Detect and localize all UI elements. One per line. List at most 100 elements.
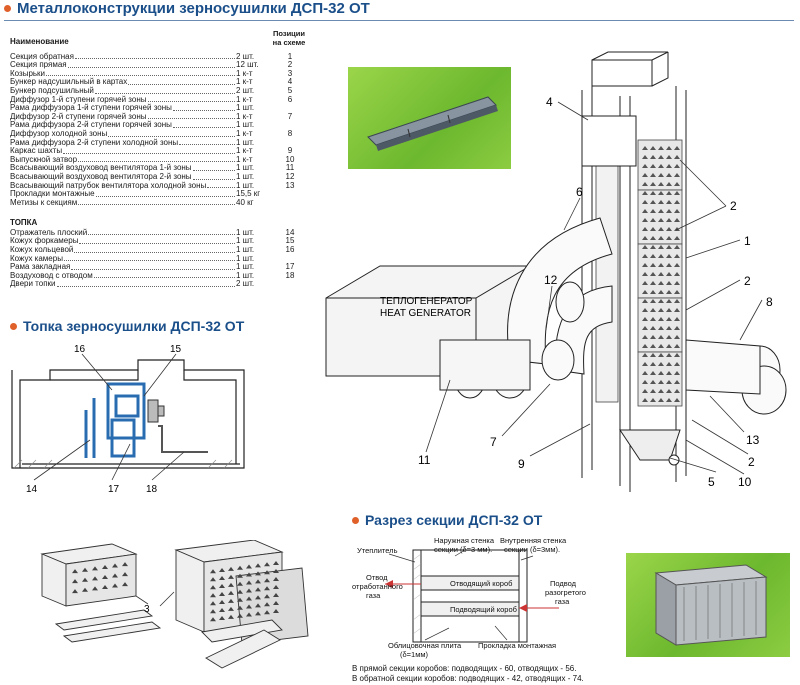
perforation-mark xyxy=(650,209,656,213)
part-position: 5 xyxy=(287,85,293,95)
dryer-label-8: 8 xyxy=(766,295,773,309)
perforation-mark xyxy=(650,155,656,159)
perforation-mark xyxy=(674,371,680,375)
dot-leader xyxy=(108,135,235,137)
part-name: Рама закладная xyxy=(10,262,71,272)
perforation-mark xyxy=(82,577,88,582)
perforation-mark xyxy=(650,218,656,222)
perforation-mark xyxy=(264,594,270,599)
furnace-label-17: 17 xyxy=(108,484,120,495)
part-qty: 1 шт. xyxy=(236,253,255,263)
perforation-mark xyxy=(210,569,216,574)
perforation-mark xyxy=(674,281,680,285)
perforation-mark xyxy=(658,164,664,168)
perforation-mark xyxy=(658,335,664,339)
part-name: Прокладки монтажные xyxy=(10,189,95,199)
perforation-mark xyxy=(72,589,78,594)
dryer-label-5: 5 xyxy=(708,475,715,489)
part-name: Бункер надсушильный в картах xyxy=(10,77,128,87)
perforation-mark xyxy=(666,344,672,348)
perforation-mark xyxy=(674,308,680,312)
dot-leader xyxy=(78,161,235,163)
dot-leader xyxy=(192,178,235,180)
table-row: Рама диффузора 2-й ступени горячей зоны 1… xyxy=(10,121,310,130)
label-cladding-1: Облицовочная плита xyxy=(388,641,462,650)
perforation-mark xyxy=(122,562,128,567)
part-name: Двери топки xyxy=(10,279,56,289)
perforation-mark xyxy=(650,281,656,285)
part-name: Бункер подсушильный xyxy=(10,85,94,95)
perforation-mark xyxy=(642,353,648,357)
perforation-mark xyxy=(650,182,656,186)
part-qty: 1 шт. xyxy=(236,120,255,130)
perforation-mark xyxy=(650,371,656,375)
perforation-mark xyxy=(674,209,680,213)
furnace-section-header: ТОПКА xyxy=(10,218,38,228)
main-title: Металлоконструкции зерносушилки ДСП-32 О… xyxy=(4,0,370,17)
dryer-label-2b: 2 xyxy=(744,274,751,288)
perforation-mark xyxy=(666,227,672,231)
perforation-mark xyxy=(82,587,88,592)
perforation-mark xyxy=(674,344,680,348)
part-position: 18 xyxy=(285,270,295,280)
perforation-mark xyxy=(237,605,243,610)
perforation-mark xyxy=(650,254,656,258)
perforation-mark xyxy=(674,164,680,168)
perforation-mark xyxy=(237,597,243,602)
perforation-mark xyxy=(246,612,252,617)
perforation-mark xyxy=(658,317,664,321)
perforation-mark xyxy=(650,263,656,267)
perforation-mark xyxy=(219,616,225,621)
perforation-mark xyxy=(658,263,664,267)
label-outer-wall-2: секции (δ=3 мм). xyxy=(434,545,493,554)
furnace-label-18: 18 xyxy=(146,484,158,495)
section-cross-diagram xyxy=(385,549,559,643)
perforation-mark xyxy=(666,317,672,321)
part-name: Диффузор 1-й ступени горячей зоны xyxy=(10,94,147,104)
part-position: 17 xyxy=(285,262,295,272)
perforation-mark xyxy=(255,603,261,608)
perforation-mark xyxy=(255,611,261,616)
perforation-mark xyxy=(650,362,656,366)
perforation-mark xyxy=(642,380,648,384)
perforation-mark xyxy=(219,608,225,613)
perforation-mark xyxy=(642,362,648,366)
perforation-mark xyxy=(666,236,672,240)
perforation-mark xyxy=(642,335,648,339)
dryer-label-11: 11 xyxy=(418,453,431,467)
perforation-mark xyxy=(666,281,672,285)
perforation-mark xyxy=(658,281,664,285)
part-name: Рама диффузора 2-й ступени холодной зоны xyxy=(10,137,179,147)
perforation-mark xyxy=(273,577,279,582)
perforation-mark xyxy=(650,146,656,150)
part-name: Диффузор 2-й ступени горячей зоны xyxy=(10,111,147,121)
perforation-mark xyxy=(650,353,656,357)
label-exhaust-3: газа xyxy=(366,591,381,600)
label-outer-wall: Наружная стенка xyxy=(434,536,495,545)
bullet-icon xyxy=(352,516,359,524)
part-name: Отражатель плоский xyxy=(10,227,88,237)
perforation-mark xyxy=(228,590,234,595)
perforation-mark xyxy=(658,236,664,240)
part-qty: 1 шт. xyxy=(236,245,255,255)
dot-leader xyxy=(46,75,235,77)
perforation-mark xyxy=(255,595,261,600)
sections-drawing: 3 xyxy=(40,540,309,669)
perforation-mark xyxy=(650,245,656,249)
perforation-mark xyxy=(658,326,664,330)
perforation-mark xyxy=(674,299,680,303)
diffuser-part-icon xyxy=(367,96,498,151)
part-position: 7 xyxy=(287,111,293,121)
dot-leader xyxy=(74,58,235,60)
perforation-mark xyxy=(237,581,243,586)
part-qty: 1 к-т xyxy=(236,68,253,78)
table-row: Всасывающий патрубок вентилятора холодно… xyxy=(10,181,310,191)
part-name: Рама диффузора 2-й ступени горячей зоны xyxy=(10,120,172,130)
perforation-mark xyxy=(264,562,270,567)
